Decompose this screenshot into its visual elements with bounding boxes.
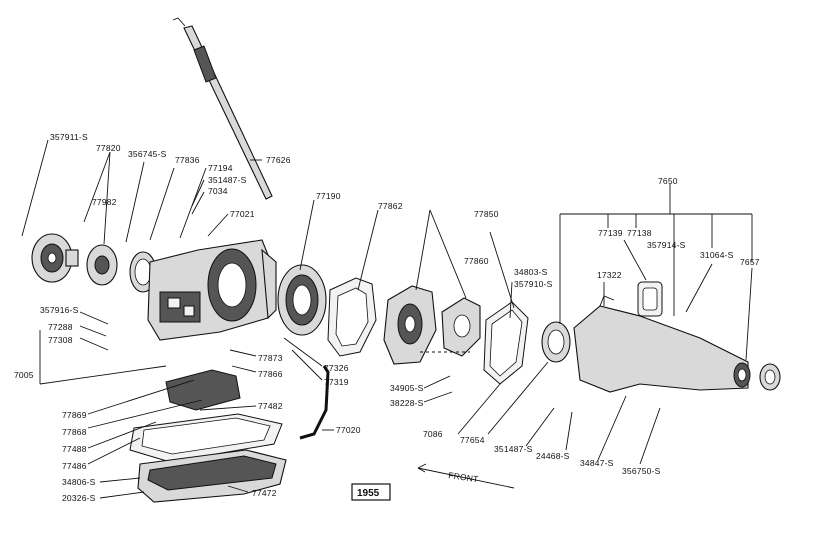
extension-housing	[573, 295, 751, 393]
rear-pump-body	[383, 285, 437, 365]
label-7657: 7657	[740, 257, 760, 267]
label-77820: 77820	[96, 143, 121, 153]
label-77326: 77326	[324, 363, 349, 373]
label-77488: 77488	[62, 444, 87, 454]
label-77288: 77288	[48, 322, 73, 332]
label-356745-s: 356745-S	[128, 149, 167, 159]
label-77866: 77866	[258, 369, 283, 379]
label-24468-s: 24468-S	[536, 451, 570, 461]
label-34847-s: 34847-S	[580, 458, 614, 468]
rear-pump-plate	[441, 297, 481, 357]
label-77836: 77836	[175, 155, 200, 165]
label-357914-s: 357914-S	[647, 240, 686, 250]
gasket-7086	[483, 301, 529, 385]
label-34803-s: 34803-S	[514, 267, 548, 277]
rear-oil-seal	[759, 363, 781, 391]
year-text: 1955	[357, 488, 380, 499]
label-357911-s: 357911-S	[50, 132, 88, 142]
label-38228-s: 38228-S	[390, 398, 424, 408]
label-357916-s: 357916-S	[40, 305, 79, 315]
label-7086: 7086	[423, 429, 443, 439]
label-77626: 77626	[266, 155, 291, 165]
pan-gasket	[129, 413, 283, 463]
governor-cover	[637, 281, 663, 317]
front-direction-label: FRONT	[448, 470, 479, 484]
label-77868: 77868	[62, 427, 87, 437]
label-34806-s: 34806-S	[62, 477, 96, 487]
label-351487-s-bottom: 351487-S	[494, 444, 533, 454]
seal-ring	[541, 321, 571, 363]
label-77472: 77472	[252, 488, 277, 498]
label-34905-s: 34905-S	[390, 383, 424, 393]
label-7034: 7034	[208, 186, 228, 196]
dipstick-tube	[172, 17, 273, 200]
oil-pan	[137, 449, 287, 503]
label-31064-s: 31064-S	[700, 250, 734, 260]
label-77190: 77190	[316, 191, 341, 201]
label-77319: 77319	[324, 377, 349, 387]
label-77308: 77308	[48, 335, 73, 345]
label-77860: 77860	[464, 256, 489, 266]
filler-tube	[299, 365, 330, 440]
label-77982: 77982	[92, 197, 117, 207]
label-77021: 77021	[230, 209, 255, 219]
label-77138: 77138	[627, 228, 652, 238]
label-7650: 7650	[658, 176, 678, 186]
label-356750-s: 356750-S	[622, 466, 661, 476]
label-77020: 77020	[336, 425, 361, 435]
label-20326-s: 20326-S	[62, 493, 96, 503]
label-77869: 77869	[62, 410, 87, 420]
label-77194: 77194	[208, 163, 233, 173]
label-77850: 77850	[474, 209, 499, 219]
front-pump	[31, 233, 79, 283]
label-7005: 7005	[14, 370, 34, 380]
adapter-ring	[277, 264, 327, 336]
part-labels: 357911-S 77820 356745-S 77836 77626 7719…	[14, 132, 760, 503]
label-17322: 17322	[597, 270, 622, 280]
label-77139: 77139	[598, 228, 623, 238]
label-357910-s: 357910-S	[514, 279, 553, 289]
label-77482: 77482	[258, 401, 283, 411]
gasket-77862	[327, 277, 377, 357]
label-77873: 77873	[258, 353, 283, 363]
label-351487-s-top: 351487-S	[208, 175, 247, 185]
oil-screen	[165, 369, 241, 411]
pump-gear	[86, 244, 157, 293]
year-badge: 1955	[351, 483, 391, 501]
label-77486: 77486	[62, 461, 87, 471]
label-77862: 77862	[378, 201, 403, 211]
transmission-case	[147, 239, 277, 341]
leader-lines	[21, 139, 753, 499]
label-77654: 77654	[460, 435, 485, 445]
